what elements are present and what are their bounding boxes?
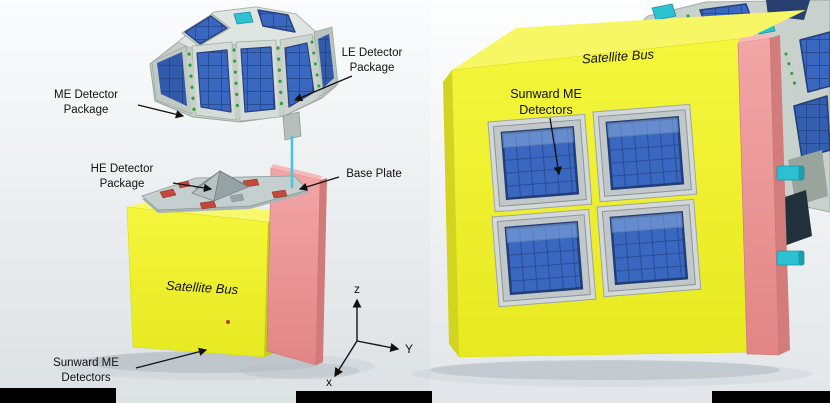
detector-dome-left	[149, 6, 339, 141]
sunward-label-arrow-right	[549, 117, 563, 176]
dome-teal-module	[233, 11, 254, 25]
axis-y-arrow	[356, 340, 400, 352]
le-label-arrow	[293, 75, 353, 102]
label-le-detector-package: LE Detector Package	[341, 47, 403, 74]
label-sunward-me-right: Sunward ME Detectors	[510, 87, 582, 117]
connector-teal-group	[776, 165, 805, 266]
ground-shadow-right	[412, 360, 812, 387]
label-axis-z: z	[354, 282, 360, 296]
detector-2	[592, 103, 698, 203]
sunward-label-arrow-left	[135, 347, 208, 369]
label-arrows-left	[135, 75, 353, 369]
label-axis-y: Y	[404, 342, 413, 356]
label-sunward-me-left: Sunward ME Detectors	[53, 357, 119, 384]
axes-triad	[334, 298, 400, 378]
axis-x-arrow	[334, 340, 358, 378]
he-label-arrow	[172, 182, 213, 193]
label-base-plate: Base Plate	[346, 168, 402, 180]
dome-led-strips	[186, 39, 323, 119]
detector-4	[596, 198, 702, 298]
label-axis-x: x	[326, 375, 332, 389]
base-plate-label-arrow	[298, 176, 340, 191]
bus-marker-dot	[226, 320, 230, 324]
base-plate-panel-left	[266, 164, 327, 366]
dome-side-facets	[151, 26, 339, 122]
label-me-detector-package: ME Detector Package	[54, 89, 118, 116]
me-label-arrow	[137, 104, 185, 119]
dome-mount-fixture	[282, 111, 302, 141]
dome-teal-module-right	[651, 3, 677, 21]
detector-3	[491, 208, 597, 308]
base-plate-panel-right	[737, 33, 790, 356]
sunward-me-detector-grid	[487, 103, 702, 308]
detector-1	[487, 113, 593, 213]
label-he-detector-package: HE Detector Package	[90, 163, 154, 190]
bottom-border-bars	[0, 388, 830, 403]
